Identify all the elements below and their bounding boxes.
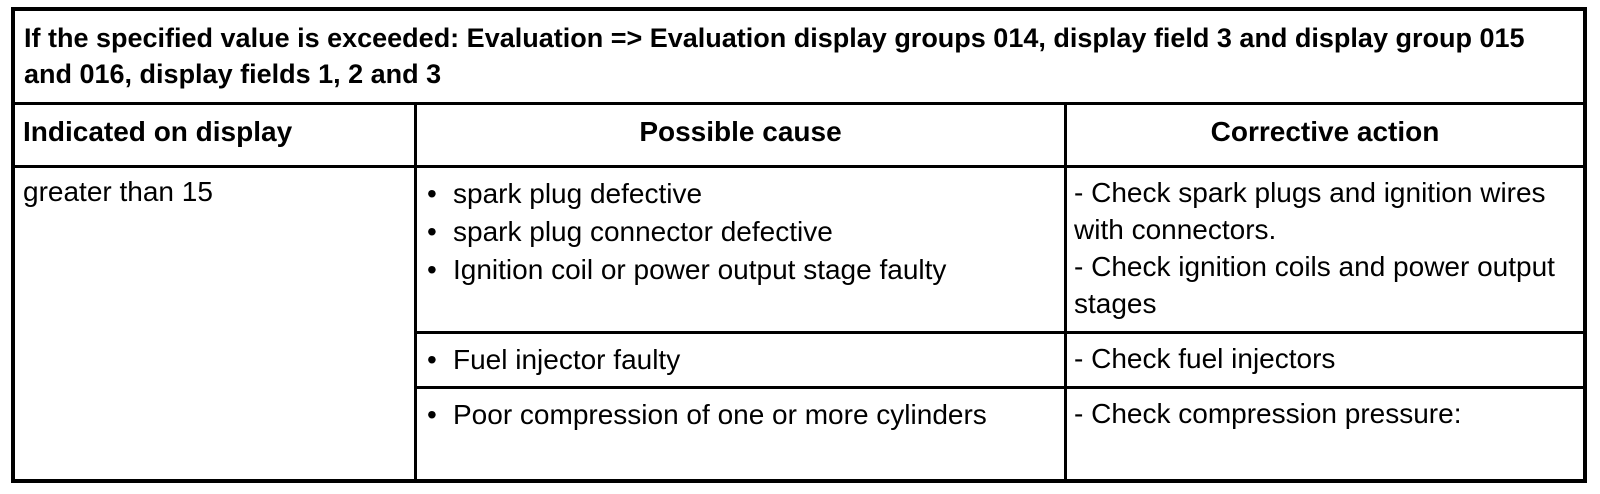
cause-action-rows: • spark plug defective • spark plug conn…: [417, 168, 1583, 479]
cause-text: Poor compression of one or more cylinder…: [453, 399, 987, 430]
action-text: - Check compression pressure:: [1074, 398, 1462, 429]
cause-text: spark plug connector defective: [453, 216, 833, 247]
table-title: If the specified value is exceeded: Eval…: [15, 11, 1583, 105]
possible-cause-cell: • Poor compression of one or more cylind…: [417, 389, 1067, 479]
cause-text: spark plug defective: [453, 178, 703, 209]
table-body: greater than 15 • spark plug defective •…: [15, 168, 1583, 479]
column-header-corrective-action: Corrective action: [1210, 116, 1440, 147]
action-text: - Check spark plugs and ignition wires w…: [1074, 177, 1546, 245]
column-header-possible-cause: Possible cause: [417, 105, 1067, 165]
list-item: • Fuel injector faulty: [427, 341, 1058, 379]
bullet-marker: •: [427, 399, 437, 430]
bullet-marker: •: [427, 344, 437, 375]
table-row: • Poor compression of one or more cylind…: [417, 389, 1583, 479]
possible-cause-cell: • spark plug defective • spark plug conn…: [417, 168, 1067, 331]
indicated-value-cell: greater than 15: [15, 168, 417, 479]
bullet-marker: •: [427, 216, 437, 247]
troubleshooting-table: If the specified value is exceeded: Eval…: [11, 7, 1587, 483]
column-header-indicated-on-display: Indicated on display: [15, 105, 417, 165]
cause-text: Ignition coil or power output stage faul…: [453, 254, 947, 285]
list-item: • Ignition coil or power output stage fa…: [427, 251, 1058, 289]
bullet-marker: •: [427, 254, 437, 285]
list-item: • spark plug connector defective: [427, 213, 1058, 251]
table-row: • Fuel injector faulty - Check fuel inje…: [417, 334, 1583, 389]
bullet-marker: •: [427, 178, 437, 209]
action-text: - Check fuel injectors: [1074, 343, 1336, 374]
list-item: • spark plug defective: [427, 175, 1058, 213]
cause-text: Fuel injector faulty: [453, 344, 681, 375]
action-text: - Check ignition coils and power output …: [1074, 251, 1555, 319]
list-item: • Poor compression of one or more cylind…: [427, 396, 1058, 434]
table-header-row: Indicated on display Possible cause Corr…: [15, 105, 1583, 168]
possible-cause-cell: • Fuel injector faulty: [417, 334, 1067, 386]
table-row: • spark plug defective • spark plug conn…: [417, 168, 1583, 334]
corrective-action-cell: - Check fuel injectors: [1067, 334, 1583, 386]
corrective-action-cell: - Check spark plugs and ignition wires w…: [1067, 168, 1583, 331]
corrective-action-cell: - Check compression pressure:: [1067, 389, 1583, 479]
